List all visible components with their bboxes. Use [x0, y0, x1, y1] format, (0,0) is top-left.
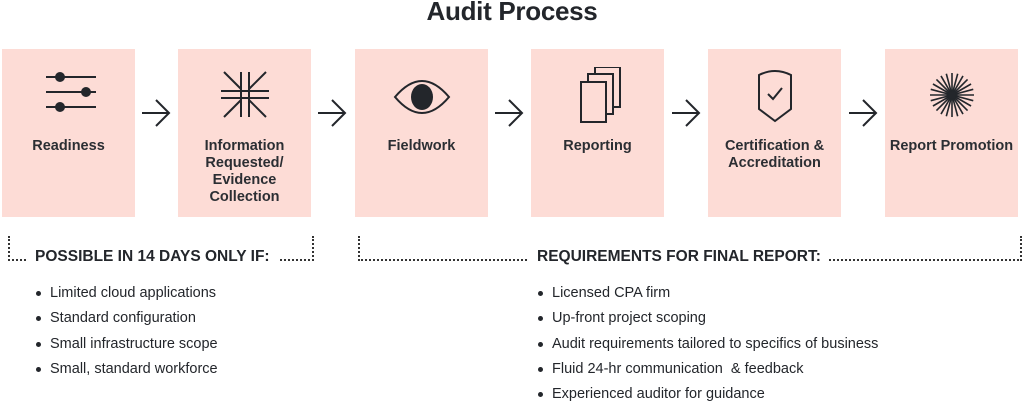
list-item-text: Limited cloud applications — [50, 285, 217, 301]
step-label: Report Promotion — [889, 138, 1014, 154]
list-item: Fluid 24-hr communication & feedback — [537, 359, 878, 384]
step-label: Certification & Accreditation — [724, 138, 825, 171]
step-label: Fieldwork — [387, 138, 456, 154]
arrow-right-icon — [849, 99, 878, 127]
stacked-documents-icon — [580, 67, 621, 123]
list-item-text: Fluid 24-hr communication & feedback — [552, 360, 804, 377]
starburst-icon — [930, 73, 974, 117]
step-label: Readiness — [32, 138, 105, 154]
list-item: Audit requirements tailored to specifics… — [537, 334, 878, 359]
step-fieldwork: Fieldwork — [355, 49, 488, 217]
step-label: Information Requested/ Evidence Collecti… — [204, 138, 285, 205]
eye-icon — [393, 80, 451, 114]
list-item: Experienced auditor for guidance — [537, 384, 878, 409]
arrow-right-icon — [318, 99, 347, 127]
list-item-text: Experienced auditor for guidance — [552, 386, 765, 403]
step-certification: Certification & Accreditation — [708, 49, 841, 217]
converge-arrows-icon — [221, 71, 269, 118]
list-item-text: Small infrastructure scope — [50, 335, 218, 352]
list-item: Small infrastructure scope — [35, 334, 218, 359]
list-item: Licensed CPA firm — [537, 283, 878, 308]
step-readiness: Readiness — [2, 49, 135, 217]
sliders-icon — [46, 72, 96, 112]
list-item-text: Licensed CPA firm — [552, 285, 671, 301]
left-requirements-list: Limited cloud applications Standard conf… — [35, 283, 218, 384]
step-information-requested: Information Requested/ Evidence Collecti… — [178, 49, 311, 217]
right-requirements-list: Licensed CPA firm Up-front project scopi… — [537, 283, 878, 409]
list-item: Standard configuration — [35, 308, 218, 333]
left-group-heading: POSSIBLE IN 14 DAYS ONLY IF: — [27, 248, 278, 266]
list-item-text: Up-front project scoping — [552, 310, 706, 327]
right-group-heading: REQUIREMENTS FOR FINAL REPORT: — [529, 248, 829, 266]
list-item-text: Small, standard workforce — [50, 360, 218, 377]
step-label: Reporting — [563, 138, 632, 154]
list-item: Up-front project scoping — [537, 308, 878, 333]
arrow-right-icon — [142, 99, 171, 127]
step-report-promotion: Report Promotion — [885, 49, 1018, 217]
arrow-right-icon — [672, 99, 701, 127]
page-title: Audit Process — [426, 0, 598, 26]
list-item: Small, standard workforce — [35, 359, 218, 384]
shield-check-icon — [758, 70, 792, 123]
list-item-text: Standard configuration — [50, 310, 196, 327]
list-item: Limited cloud applications — [35, 283, 218, 308]
step-reporting: Reporting — [531, 49, 664, 217]
arrow-right-icon — [495, 99, 524, 127]
list-item-text: Audit requirements tailored to specifics… — [552, 335, 879, 352]
